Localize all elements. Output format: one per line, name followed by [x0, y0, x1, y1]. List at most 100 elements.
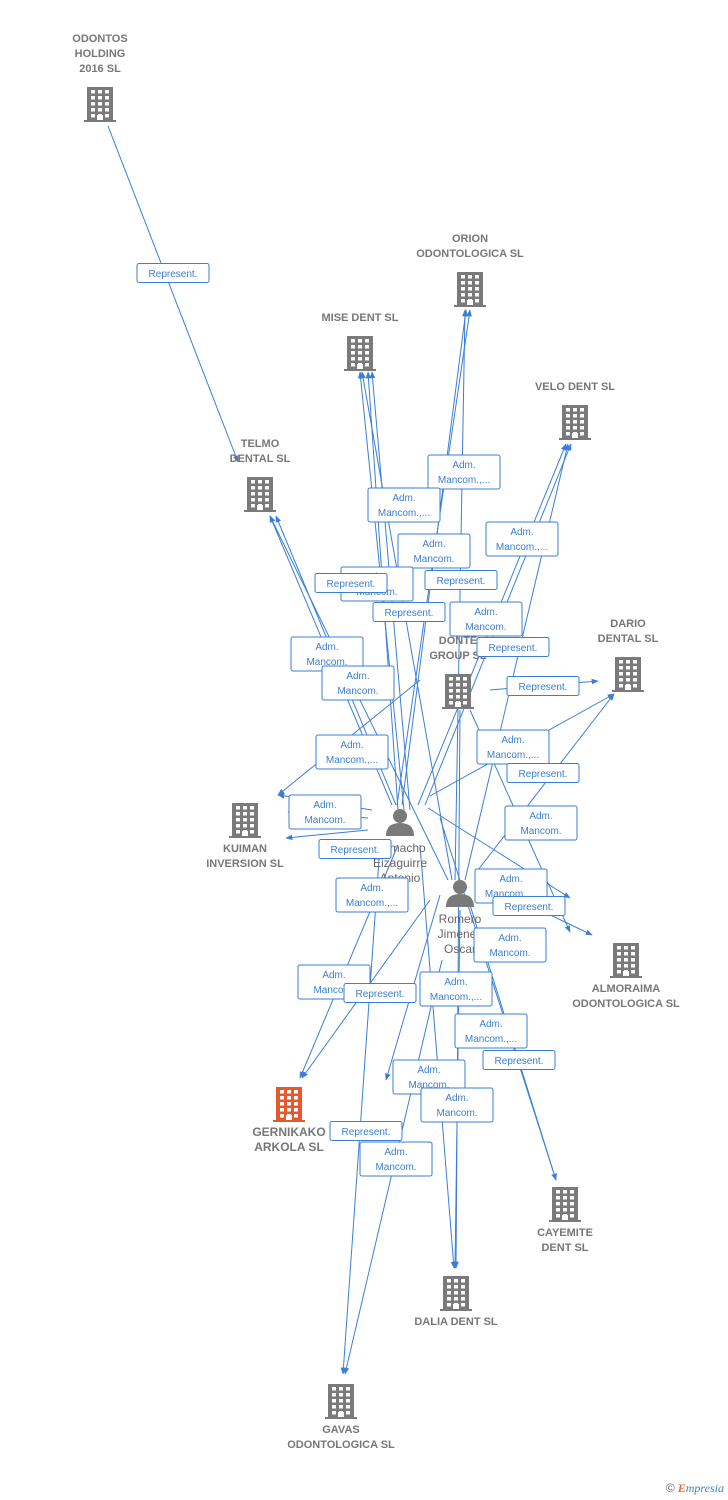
edge-label[interactable]: Adm.Mancom.: [420, 1087, 494, 1123]
edge-label-text: Mancom.: [489, 948, 530, 959]
node-label-line: DENT SL: [541, 1242, 588, 1254]
relation-edge: [464, 443, 570, 881]
edge-label[interactable]: Represent.: [506, 763, 580, 783]
building-icon: [454, 272, 486, 307]
edge-label[interactable]: Represent.: [476, 637, 550, 657]
edge-label[interactable]: Adm. Mancom.: [397, 533, 471, 569]
node-label-line: Eizaguirre: [373, 856, 427, 870]
edge-label[interactable]: Represent.: [343, 983, 417, 1003]
edge-label[interactable]: Adm.Mancom.,...: [315, 734, 389, 770]
node-label-line: ODONTOLOGICA SL: [287, 1439, 395, 1451]
node-label-line: DENTAL SL: [598, 633, 659, 645]
edge-label-text: Adm.: [360, 883, 383, 894]
relation-edge: [340, 844, 381, 1375]
relation-edge: [107, 125, 239, 463]
company-node-dalia[interactable]: DALIA DENT SL: [414, 1276, 498, 1328]
edge-label-text: Represent.: [495, 1056, 544, 1067]
edge-label-text: Adm.: [313, 800, 336, 811]
node-label-line: HOLDING: [75, 48, 126, 60]
edge-label[interactable]: Adm. Mancom.: [321, 665, 395, 701]
edge-label[interactable]: Represent.: [492, 896, 566, 916]
node-label-line: MISE DENT SL: [321, 312, 398, 324]
company-node-mise[interactable]: MISE DENT SL: [321, 312, 399, 371]
edge-label[interactable]: Represent.: [482, 1050, 556, 1070]
edge-label-text: Adm.: [417, 1065, 440, 1076]
edge-label[interactable]: Represent.: [329, 1121, 403, 1141]
node-label-line: DALIA DENT SL: [414, 1316, 498, 1328]
edge-label-text: Mancom.: [337, 686, 378, 697]
edge-label[interactable]: Adm.Mancom.: [359, 1141, 433, 1177]
edge-label[interactable]: Adm.Mancom.: [449, 601, 523, 637]
building-icon: [549, 1187, 581, 1222]
edge-label-text: Mancom.,...: [438, 475, 490, 486]
edge-label[interactable]: Adm.Mancom.,...: [476, 729, 550, 765]
building-icon: [325, 1384, 357, 1419]
edge-label[interactable]: Adm.Mancom.,...: [367, 487, 441, 523]
relation-edge: [285, 829, 369, 841]
edge-label[interactable]: Adm.Mancom.,...: [335, 877, 409, 913]
building-icon: [229, 803, 261, 838]
edge-label[interactable]: Adm.Mancom.,...: [485, 521, 559, 557]
edge-label-text: Adm.: [346, 671, 369, 682]
node-label-line: ORION: [452, 233, 488, 245]
node-label-line: GAVAS: [322, 1424, 360, 1436]
edge-label-text: Represent.: [489, 643, 538, 654]
edge-label-text: Represent.: [149, 269, 198, 280]
edge-label-text: Represent.: [519, 682, 568, 693]
edge-label-text: Represent.: [342, 1127, 391, 1138]
company-node-velo[interactable]: VELO DENT SL: [535, 381, 615, 440]
company-node-almoraima[interactable]: ALMORAIMA ODONTOLOGICA SL: [572, 943, 680, 1010]
edge-label-text: Mancom.: [408, 1080, 449, 1091]
edge-label[interactable]: Adm. Mancom.: [504, 805, 578, 841]
edge-label[interactable]: Represent.: [424, 570, 498, 590]
edge-label[interactable]: Adm.Mancom.: [473, 927, 547, 963]
node-label-line: 2016 SL: [79, 63, 121, 75]
edge-label[interactable]: Adm.Mancom.: [290, 636, 364, 672]
edge-label-text: Represent.: [519, 769, 568, 780]
edge-label-text: Mancom.: [413, 554, 454, 565]
edge-label-text: Represent.: [331, 845, 380, 856]
edge-label-text: Adm.: [529, 811, 552, 822]
edge-label-text: Represent.: [505, 902, 554, 913]
edge-label[interactable]: Represent.: [506, 676, 580, 696]
edge-label-text: Adm.: [340, 740, 363, 751]
node-label-line: GROUP SL: [429, 650, 487, 662]
edge-label[interactable]: Adm.Mancom.,...: [427, 454, 501, 490]
edge-label-text: Mancom.,...: [485, 889, 537, 900]
edge-label-text: Mancom.: [520, 826, 561, 837]
node-label-line: ALMORAIMA: [592, 983, 660, 995]
node-label-line: ODONTOLOGICA SL: [572, 998, 680, 1010]
building-icon: [84, 87, 116, 122]
node-label-line: Jimenez: [438, 927, 483, 941]
building-icon: [559, 405, 591, 440]
company-node-orion[interactable]: ORION ODONTOLOGICA SL: [416, 233, 524, 307]
relation-edge: [419, 844, 457, 1269]
edge-label[interactable]: Represent.: [318, 839, 392, 859]
edge-label[interactable]: Adm.Mancom.: [288, 794, 362, 830]
edge-label[interactable]: Adm.Mancom.,...: [419, 971, 493, 1007]
building-icon: [442, 674, 474, 709]
node-label-line: ODONTOLOGICA SL: [416, 248, 524, 260]
edge-label[interactable]: Represent.: [372, 602, 446, 622]
node-label-line: INVERSION SL: [206, 858, 284, 870]
building-icon: [610, 943, 642, 978]
edge-label-text: Mancom.: [313, 985, 354, 996]
company-node-gavas[interactable]: GAVAS ODONTOLOGICA SL: [287, 1384, 395, 1451]
edge-label-text: Mancom.: [465, 622, 506, 633]
edge-label[interactable]: Represent.: [136, 263, 210, 283]
edge-label[interactable]: Represent.: [314, 573, 388, 593]
edge-label-text: Adm.: [315, 642, 338, 653]
edge-label[interactable]: Adm.Mancom.,...: [454, 1013, 528, 1049]
edge-label-text: Adm.: [422, 539, 445, 550]
edge-label-text: Adm.: [510, 527, 533, 538]
edge-label-text: Adm.: [499, 874, 522, 885]
person-icon: [446, 880, 474, 907]
